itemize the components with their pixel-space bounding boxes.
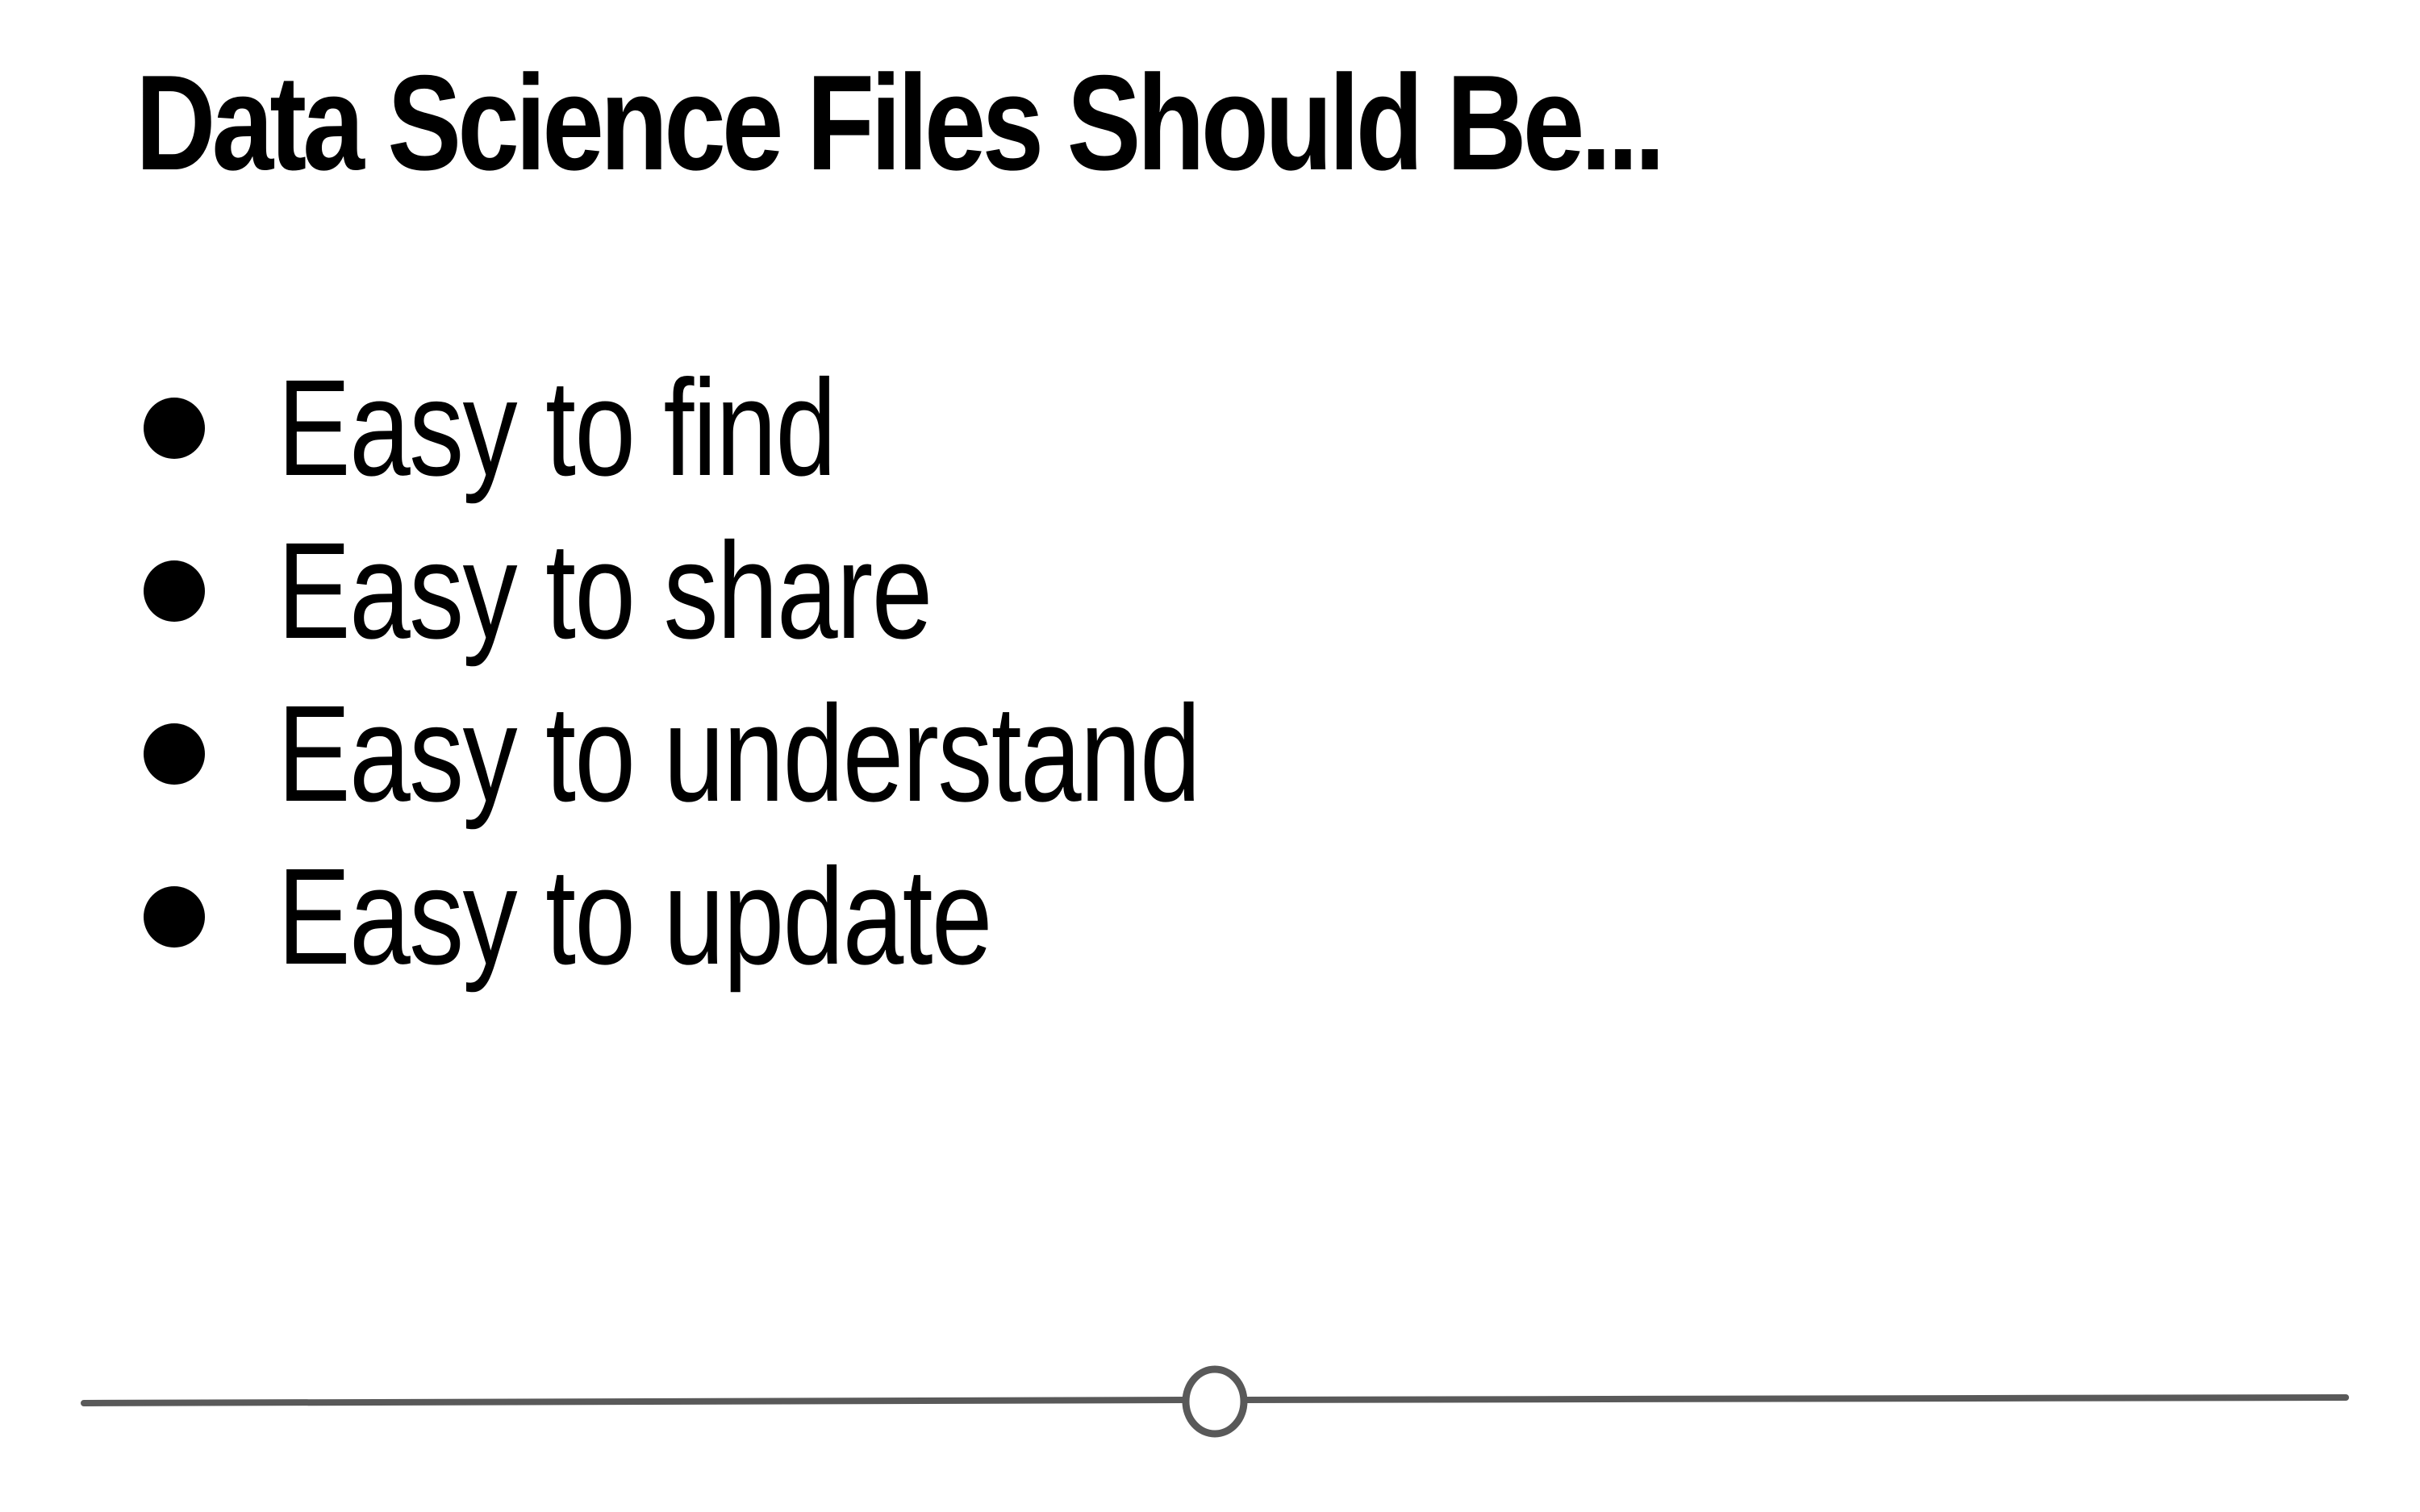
bullet-text: Easy to update: [277, 840, 993, 993]
bullet-icon: [144, 398, 205, 459]
slide-title: Data Science Files Should Be...: [136, 47, 1665, 198]
list-item: Easy to understand: [136, 673, 1430, 835]
progress-slider[interactable]: [0, 1355, 2420, 1452]
list-item: Easy to find: [136, 347, 1430, 510]
bullet-icon: [144, 560, 205, 622]
bullet-icon: [144, 723, 205, 785]
bullet-text: Easy to find: [277, 352, 837, 505]
bullet-text: Easy to share: [277, 514, 933, 668]
progress-track-left: [81, 1397, 1189, 1406]
progress-track-right: [1241, 1394, 2349, 1403]
bullet-icon: [144, 886, 205, 948]
bullet-text: Easy to understand: [277, 677, 1201, 831]
list-item: Easy to update: [136, 835, 1430, 998]
progress-handle[interactable]: [1182, 1365, 1248, 1438]
bullet-list: Easy to find Easy to share Easy to under…: [136, 347, 1430, 998]
list-item: Easy to share: [136, 510, 1430, 673]
